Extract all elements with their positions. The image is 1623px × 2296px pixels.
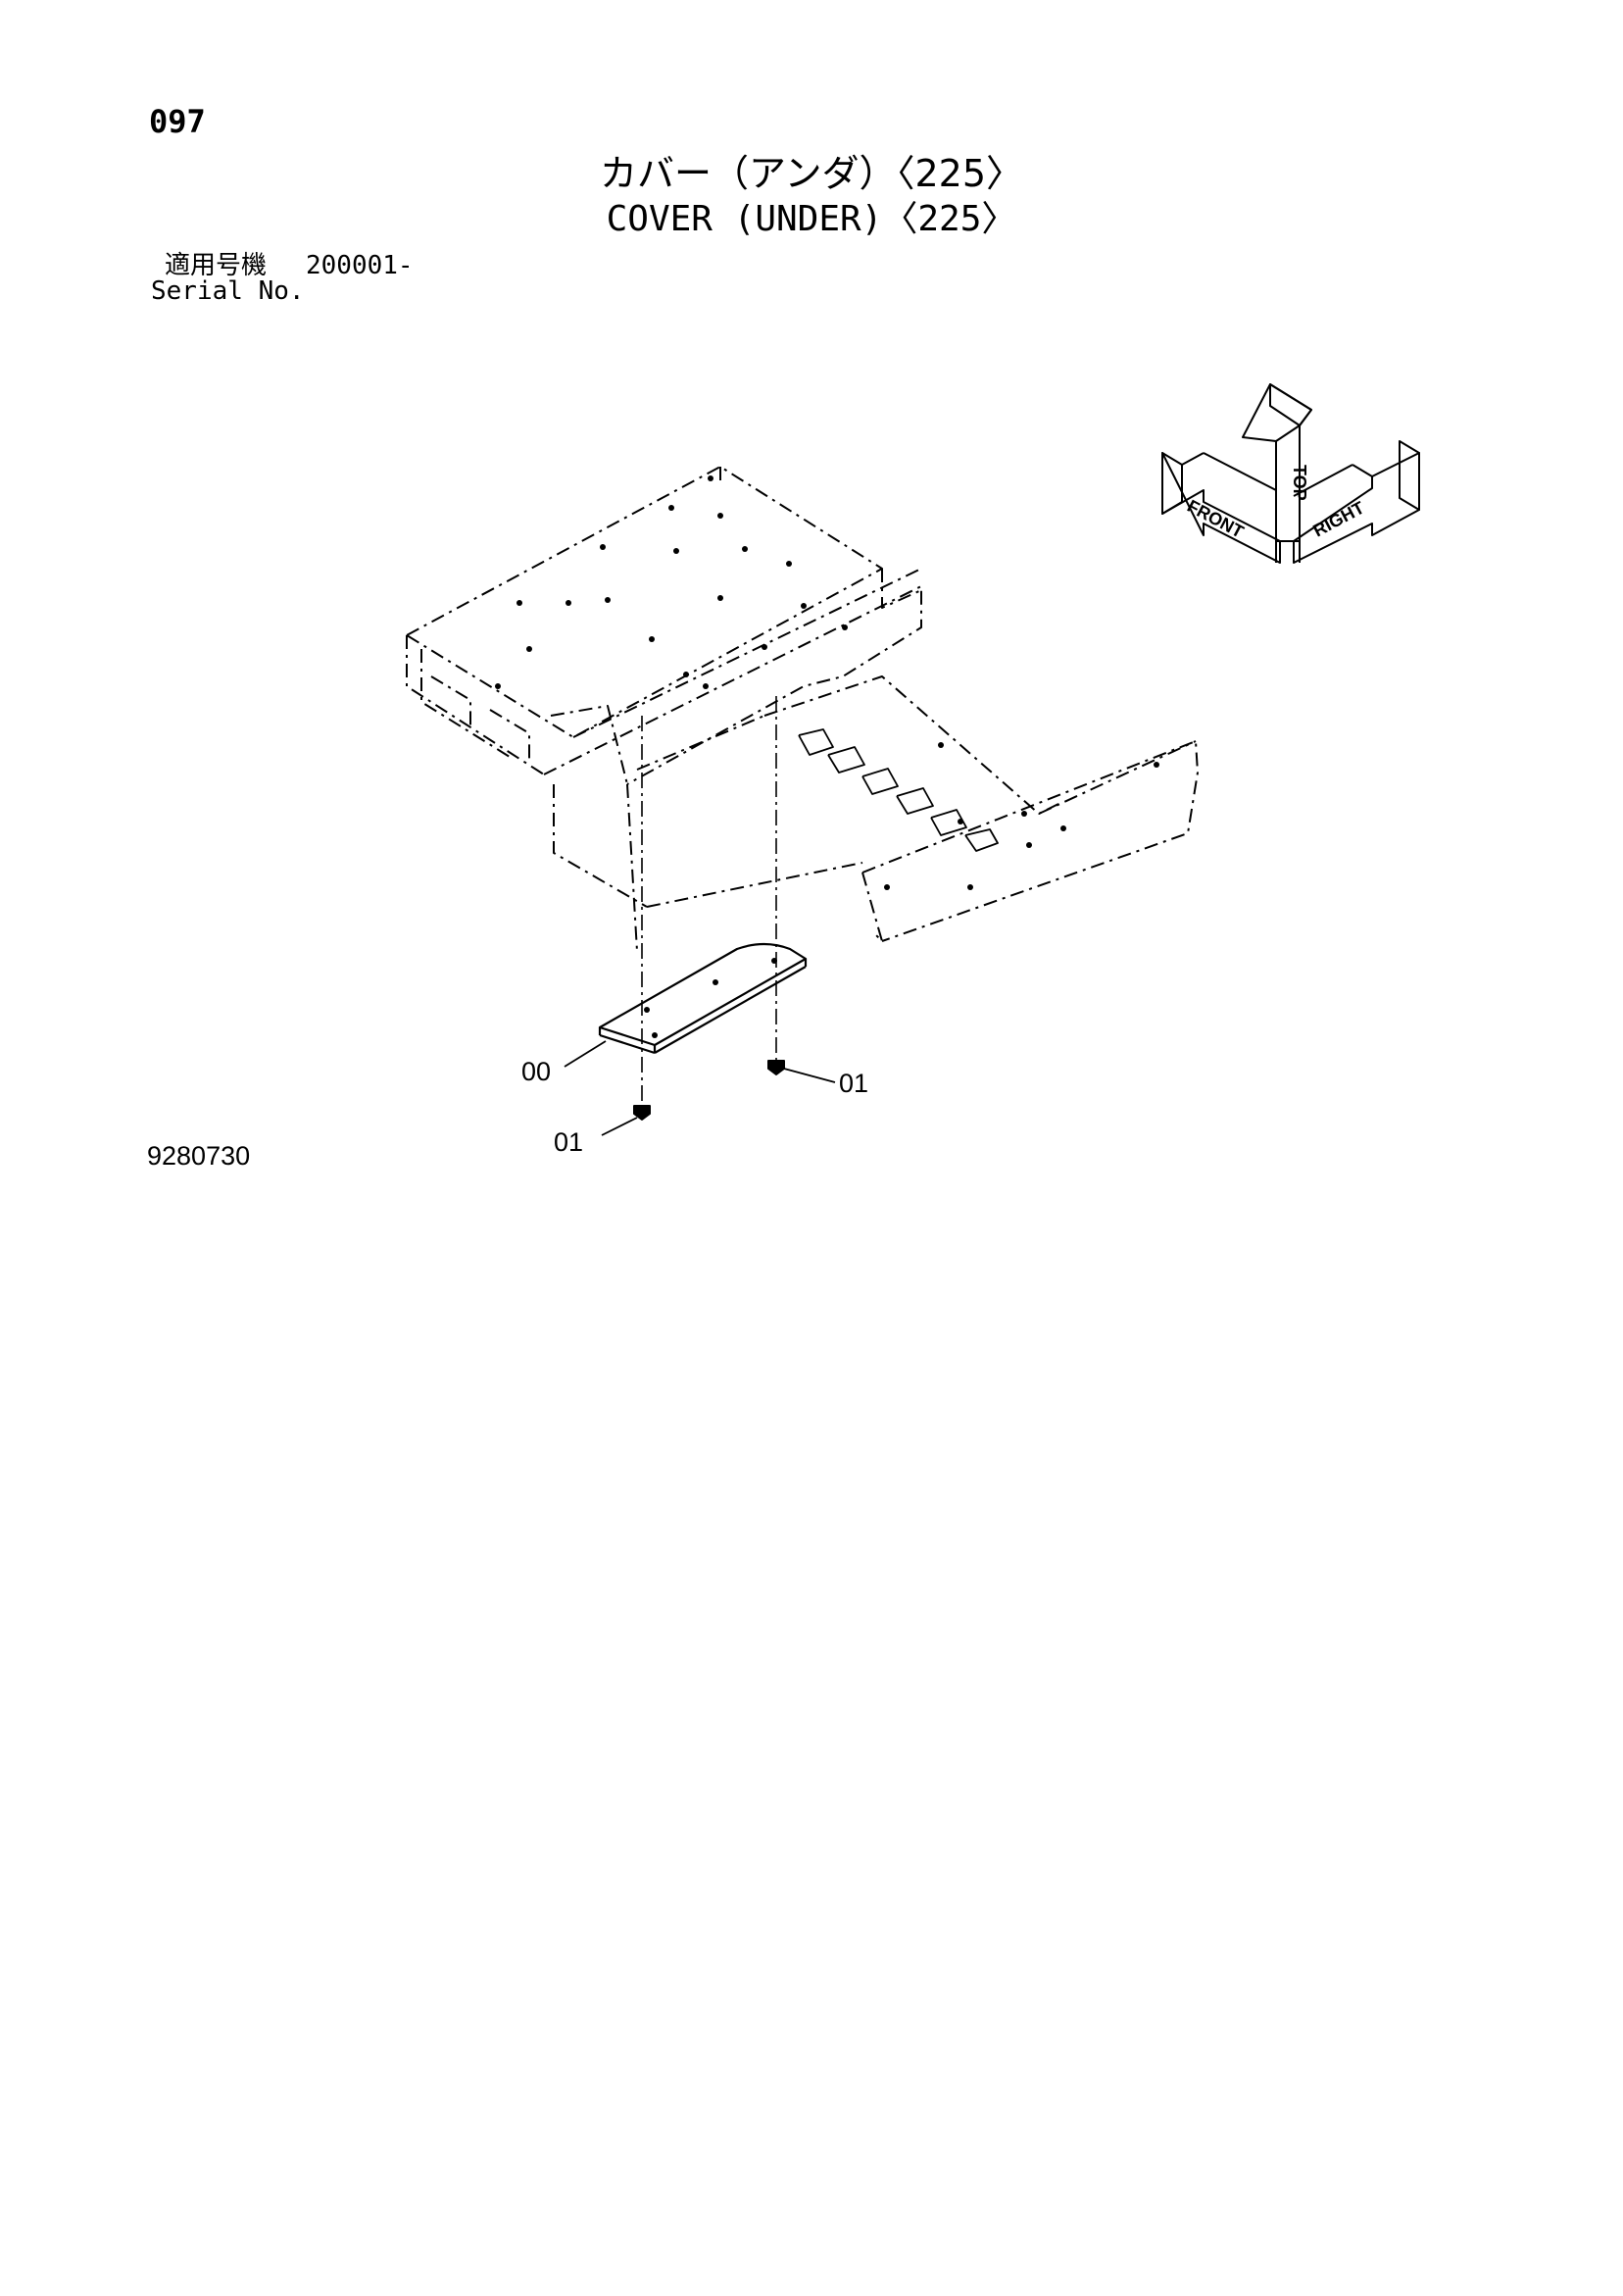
orientation-front-label: FRONT	[1184, 496, 1247, 542]
serial-label-japanese: 適用号機	[165, 251, 268, 280]
orientation-right-label: RIGHT	[1309, 498, 1367, 541]
frame-slots	[798, 728, 999, 852]
callout-bolt-01-right: 01	[839, 1069, 868, 1098]
callout-cover-00: 00	[521, 1057, 551, 1086]
drawing-number: 9280730	[147, 1141, 251, 1171]
frame-assembly-outline	[406, 466, 1199, 952]
cover-mounting-holes	[644, 958, 777, 1038]
page-title-english: COVER (UNDER)〈225〉	[606, 199, 1017, 239]
callout-bolt-01-left: 01	[554, 1127, 583, 1157]
orientation-indicator-icon	[1161, 383, 1420, 564]
page-title-japanese: カバー（アンダ）〈225〉	[599, 152, 1023, 195]
page-number: 097	[149, 103, 206, 140]
under-cover-part	[598, 942, 808, 1055]
serial-number-range: 200001-	[306, 251, 414, 280]
orientation-top-label: TOP	[1290, 465, 1309, 501]
serial-label-english: Serial No.	[151, 276, 305, 306]
frame-holes	[495, 475, 1159, 890]
bolt-right-icon	[767, 1060, 785, 1075]
callout-leaders	[564, 1040, 836, 1136]
bolt-left-icon	[633, 1105, 651, 1121]
bolt-center-lines	[641, 696, 777, 1106]
